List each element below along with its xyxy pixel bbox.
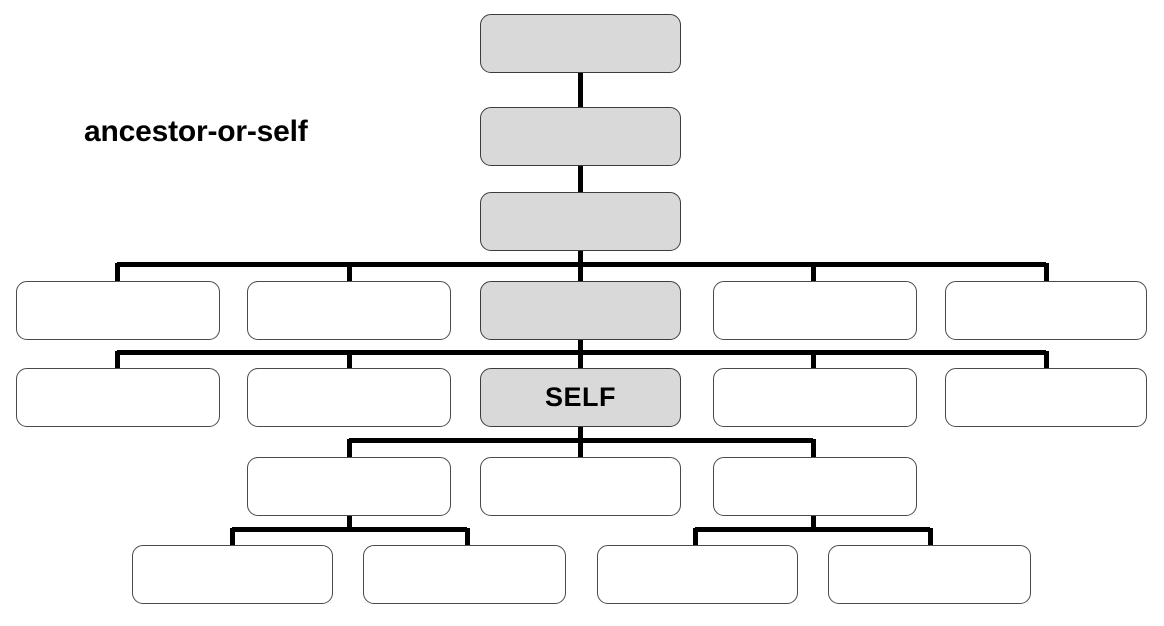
- tree-node[interactable]: [945, 281, 1147, 340]
- connector-vertical: [928, 528, 933, 545]
- connector-vertical: [578, 263, 583, 281]
- tree-node[interactable]: [480, 281, 681, 340]
- tree-node[interactable]: [480, 457, 681, 516]
- tree-node[interactable]: [945, 368, 1147, 427]
- connector-vertical: [347, 351, 352, 368]
- connector-vertical: [578, 251, 583, 265]
- axis-title-label: ancestor-or-self: [84, 115, 308, 148]
- connector-vertical: [1044, 263, 1049, 281]
- tree-node[interactable]: [480, 14, 681, 73]
- tree-node[interactable]: [247, 368, 451, 427]
- tree-node[interactable]: [480, 192, 681, 251]
- tree-node[interactable]: [16, 368, 220, 427]
- connector-vertical: [230, 528, 235, 545]
- tree-node-label: SELF: [544, 382, 616, 412]
- tree-node[interactable]: [713, 457, 917, 516]
- connector-vertical: [578, 351, 583, 368]
- tree-node-self[interactable]: SELF: [480, 368, 681, 427]
- connector-vertical: [578, 340, 583, 353]
- connector-vertical: [578, 73, 583, 107]
- tree-node[interactable]: [16, 281, 220, 340]
- connector-vertical: [1044, 351, 1049, 368]
- connector-vertical: [811, 516, 816, 530]
- tree-node[interactable]: [247, 281, 451, 340]
- connector-vertical: [115, 351, 120, 368]
- connector-vertical: [347, 516, 352, 530]
- tree-node[interactable]: [132, 545, 333, 604]
- tree-node[interactable]: [828, 545, 1031, 604]
- tree-node[interactable]: [713, 368, 917, 427]
- tree-node[interactable]: [363, 545, 566, 604]
- connector-vertical: [578, 166, 583, 192]
- tree-node[interactable]: [713, 281, 917, 340]
- connector-vertical: [347, 263, 352, 281]
- connector-vertical: [465, 528, 470, 545]
- connector-vertical: [693, 528, 698, 545]
- connector-vertical: [578, 439, 583, 457]
- connector-vertical: [578, 427, 583, 441]
- connector-vertical: [811, 439, 816, 457]
- tree-node[interactable]: [480, 107, 681, 166]
- tree-node[interactable]: [597, 545, 798, 604]
- connector-vertical: [811, 263, 816, 281]
- connector-vertical: [115, 263, 120, 281]
- connector-vertical: [811, 351, 816, 368]
- connector-vertical: [347, 439, 352, 457]
- tree-node[interactable]: [247, 457, 451, 516]
